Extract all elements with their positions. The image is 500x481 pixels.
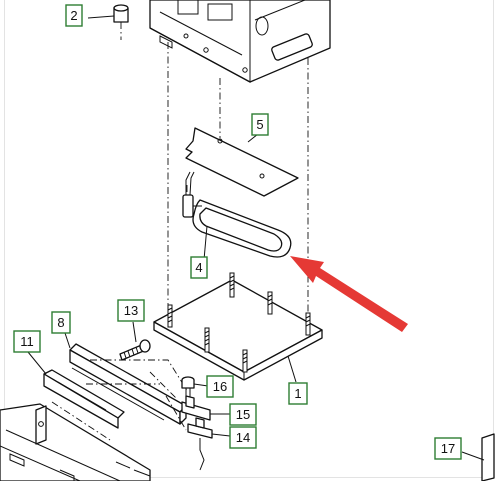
callout-17-label: 17 — [441, 441, 455, 456]
callout-8-label: 8 — [57, 315, 64, 330]
callout-16-label: 16 — [213, 379, 227, 394]
part-11-bracket — [27, 351, 125, 429]
part-1-base-plate — [153, 272, 323, 383]
callout-1: 1 — [288, 382, 308, 405]
callout-13-label: 13 — [124, 303, 138, 318]
callout-2-label: 2 — [70, 8, 77, 23]
highlight-arrow — [290, 256, 408, 332]
callout-16: 16 — [206, 375, 234, 398]
callout-4-label: 4 — [195, 260, 202, 275]
callout-15: 15 — [229, 403, 257, 426]
part-14-clip — [187, 417, 231, 471]
callout-13: 13 — [117, 299, 145, 322]
callout-2: 2 — [65, 4, 83, 27]
part-5-gasket-plate — [185, 127, 299, 197]
part-15-clip — [181, 395, 230, 421]
base-studs — [167, 272, 311, 373]
callout-5: 5 — [251, 113, 269, 136]
callout-15-label: 15 — [236, 407, 250, 422]
callout-1-label: 1 — [294, 386, 301, 401]
callout-11-label: 11 — [20, 334, 34, 349]
callout-11: 11 — [13, 330, 41, 353]
upper-housing — [149, 0, 331, 83]
part-2-knob — [87, 4, 129, 40]
callout-14-label: 14 — [236, 430, 250, 445]
callout-17: 17 — [434, 437, 462, 460]
mounting-dash-lines — [51, 359, 189, 441]
callout-4: 4 — [190, 256, 208, 279]
image-frame — [4, 0, 494, 478]
part-8-rail — [63, 329, 187, 425]
callout-8: 8 — [51, 311, 71, 334]
part-4-wire-loop — [182, 171, 292, 261]
part-16-screw — [181, 376, 209, 401]
part-13-bolt — [119, 321, 151, 361]
callout-5-label: 5 — [256, 117, 263, 132]
lower-chassis — [0, 403, 151, 481]
part-17-bracket — [461, 433, 495, 481]
callout-14: 14 — [229, 426, 257, 449]
